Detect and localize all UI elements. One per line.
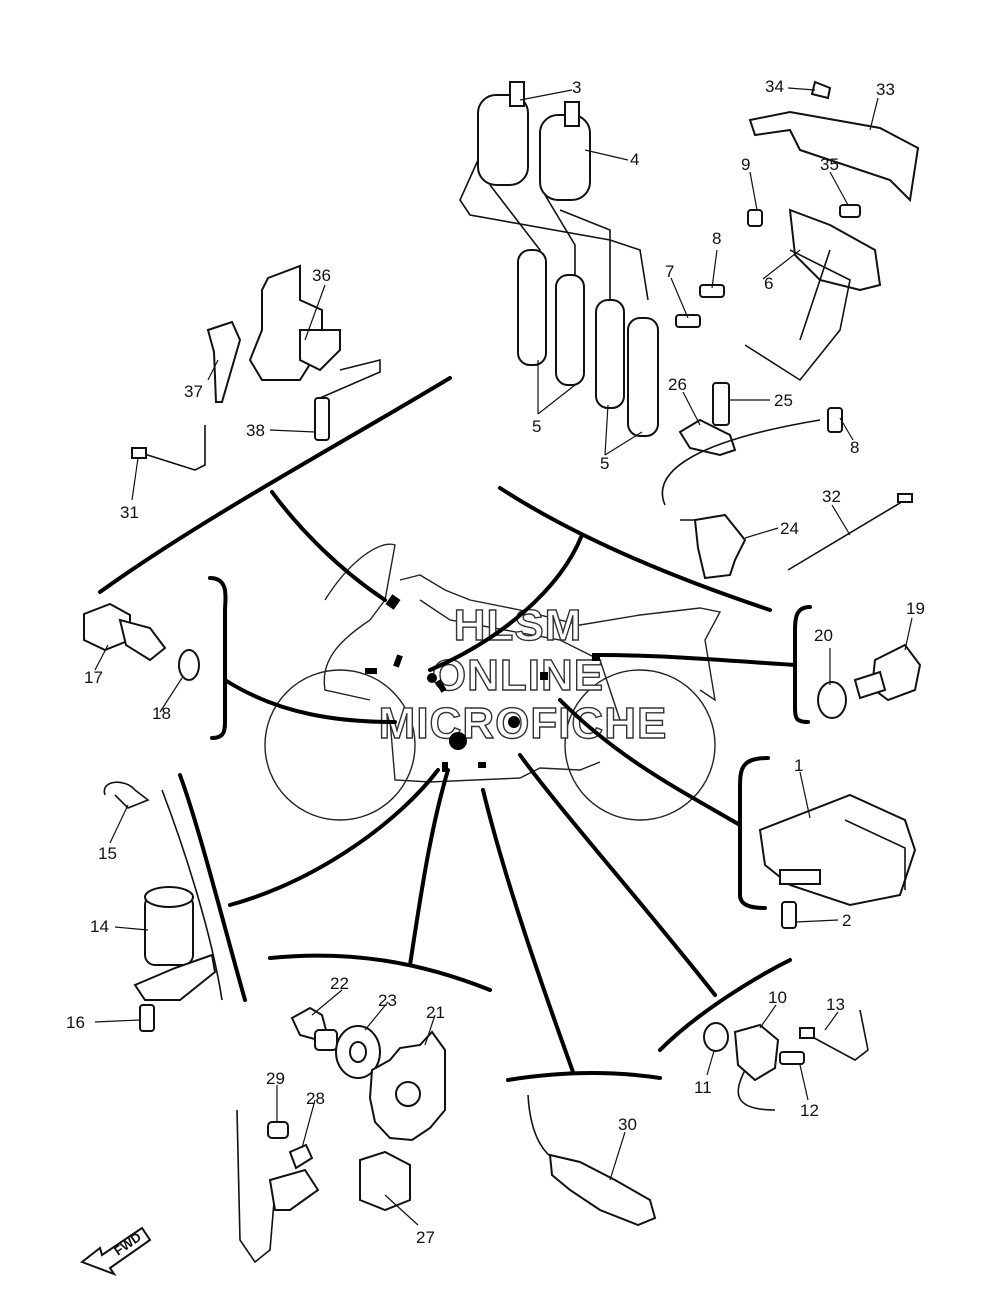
callout-19: 19: [906, 599, 925, 618]
callout-4: 4: [630, 150, 639, 169]
callout-31: 31: [120, 503, 139, 522]
callout-33: 33: [876, 80, 895, 99]
callout-37: 37: [184, 382, 203, 401]
callout-7: 7: [665, 262, 674, 281]
callout-18: 18: [152, 704, 171, 723]
watermark: HLSM ONLINE MICROFICHE: [378, 600, 668, 748]
solenoid-14: [103, 781, 223, 1032]
callout-17: 17: [84, 668, 103, 687]
leader-lines: [94, 87, 913, 1226]
spark-plug-caps: [517, 249, 659, 437]
callout-25: 25: [774, 391, 793, 410]
callout-5a: 5: [532, 417, 541, 436]
ecu-unit: [758, 793, 917, 929]
sensor-10: [703, 1009, 869, 1111]
sensor-17: [83, 602, 200, 681]
callout-30: 30: [618, 1115, 637, 1134]
forward-arrow: FWD: [79, 1226, 152, 1277]
callout-5b: 5: [600, 454, 609, 473]
location-markers: [365, 594, 600, 772]
motorcycle-outline: [264, 543, 722, 821]
callout-38: 38: [246, 421, 265, 440]
sensor-19: [817, 643, 922, 719]
cable-tie-head: [897, 493, 913, 503]
callout-6: 6: [764, 274, 773, 293]
callout-12: 12: [800, 1101, 819, 1120]
callout-15: 15: [98, 844, 117, 863]
callout-20: 20: [814, 626, 833, 645]
callout-9: 9: [741, 155, 750, 174]
callout-26: 26: [668, 375, 687, 394]
cable-tie-32: [787, 499, 906, 571]
sprocket-parts: [290, 1006, 446, 1142]
callout-32: 32: [822, 487, 841, 506]
callout-13: 13: [826, 995, 845, 1014]
clamp-31: [131, 425, 206, 471]
callout-35: 35: [820, 155, 839, 174]
watermark-line1: HLSM: [454, 601, 583, 650]
callout-27: 27: [416, 1228, 435, 1247]
coil-bracket: [675, 80, 920, 433]
callout-34: 34: [765, 77, 784, 96]
o2-sensor-30: [527, 1094, 657, 1227]
callout-11: 11: [694, 1078, 712, 1097]
ignition-coils: [459, 81, 649, 301]
callout-24: 24: [780, 519, 799, 538]
group-brackets: [98, 376, 812, 1082]
callout-10: 10: [768, 988, 787, 1007]
callout-1: 1: [794, 756, 803, 775]
callout-8b: 8: [850, 438, 859, 457]
callout-numbers: 3 4 5 5 6 7 8 8 9 34 33 35 36 37 38 31 2…: [66, 77, 925, 1247]
callout-23: 23: [378, 991, 397, 1010]
callout-29: 29: [266, 1069, 285, 1088]
callout-36: 36: [312, 266, 331, 285]
callout-28: 28: [306, 1089, 325, 1108]
crank-sensor: [661, 382, 821, 580]
callout-14: 14: [90, 917, 109, 936]
watermark-line2: ONLINE: [432, 651, 604, 700]
callout-8a: 8: [712, 229, 721, 248]
callout-3: 3: [572, 78, 581, 97]
callout-16: 16: [66, 1013, 85, 1032]
speed-sensor-27: [236, 1109, 411, 1264]
callout-2: 2: [842, 911, 851, 930]
callout-21: 21: [426, 1003, 445, 1022]
callout-22: 22: [330, 974, 349, 993]
watermark-line3: MICROFICHE: [379, 699, 668, 748]
main-switch: [206, 264, 381, 441]
